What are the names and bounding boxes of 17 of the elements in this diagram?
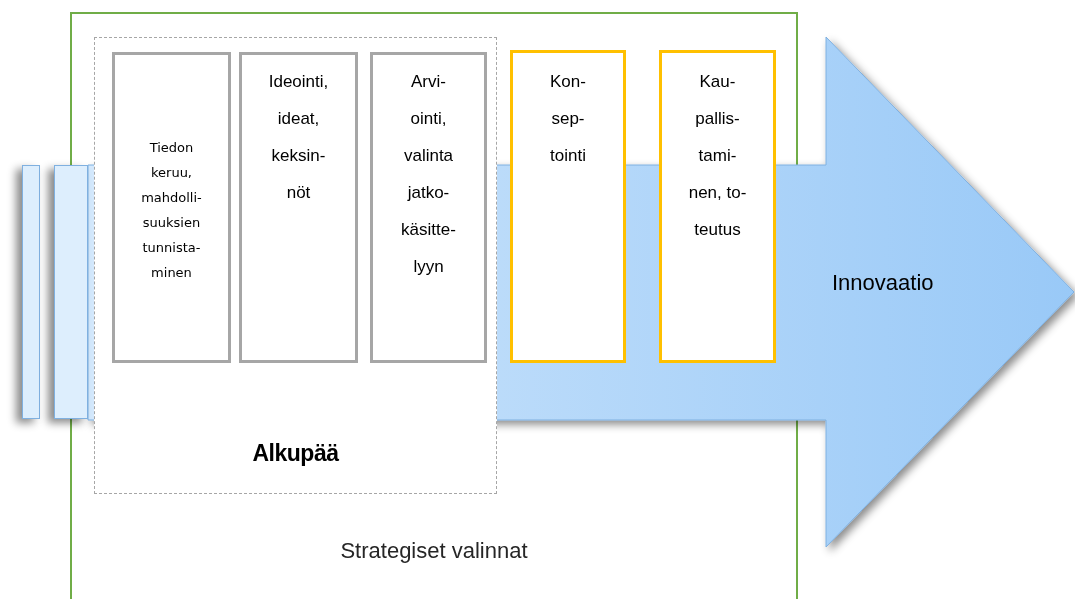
box-label: Arvi- ointi, valinta jatko- käsitte- lyyn: [400, 71, 457, 278]
arrow-label: Innovaatio: [832, 270, 934, 296]
dashed-group-box: [94, 37, 497, 494]
stage-box: [239, 52, 358, 363]
box-label: Kau- pallis- tami- nen, to- teutus: [687, 71, 748, 241]
box-label: Ideointi, ideat, keksin- nöt: [267, 71, 330, 204]
stage-box: [510, 50, 626, 363]
stage-box: [112, 52, 231, 363]
stage-box: [659, 50, 776, 363]
box-label: Kon- sep- tointi: [549, 71, 587, 167]
stage-box: [370, 52, 487, 363]
box-label: Tiedon keruu, mahdolli- suuksien tunnista- minen: [140, 139, 203, 282]
tail-bar: [54, 165, 88, 419]
tail-bar: [22, 165, 40, 419]
group-label: Alkupää: [251, 440, 340, 467]
frame-label: Strategiset valinnat: [339, 538, 529, 564]
strategy-frame: [70, 12, 798, 599]
